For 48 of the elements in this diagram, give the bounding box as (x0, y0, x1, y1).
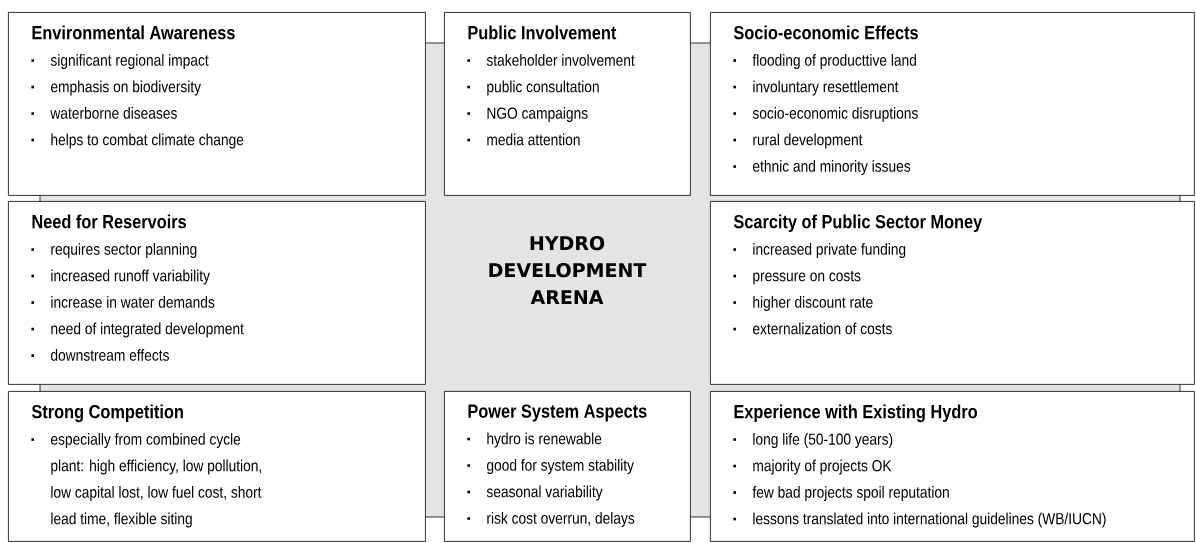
bullet-item: majority of projects OK (733, 459, 892, 475)
bullet-item: seasonal variability (467, 485, 603, 501)
text-box (710, 201, 1195, 385)
text-box (8, 391, 426, 542)
text-box (8, 201, 426, 385)
text-box (710, 391, 1195, 542)
bullet-item: increase in water demands (31, 296, 215, 308)
box-heading: Strong Competition (31, 404, 183, 423)
bullet-item: hydro is renewable (467, 432, 602, 448)
text-box (710, 12, 1195, 196)
bullet-item: pressure on costs (733, 270, 861, 285)
bullet-item: stakeholder involvement (467, 54, 635, 66)
text-box (444, 12, 691, 196)
box-heading: Public Involvement (468, 25, 617, 40)
bullet-item: especially from combined cycle plant: high efficiency, low pollution, low capital lost, low fuel cost, short lead time, flexible siting (31, 433, 262, 528)
bullet-item: involuntary resettlement (733, 80, 899, 96)
bullet-item: requires sector planning (31, 243, 197, 258)
bullet-item: media attention (467, 133, 580, 146)
bullet-item: NGO campaigns (467, 107, 588, 122)
bullet-item: socio-economic disruptions (733, 107, 918, 122)
bullet-item: need of integrated development (31, 322, 244, 338)
bullet-item: good for system stability (467, 459, 634, 474)
box-heading: Socio-economic Effects (733, 25, 918, 40)
text-box (8, 12, 426, 196)
bullet-item: lessons translated into international guidelines (WB/IUCN) (733, 512, 1106, 528)
box-heading: Environmental Awareness (32, 25, 235, 40)
box-heading: Need for Reservoirs (32, 214, 186, 229)
bullet-item: flooding of producttive land (733, 54, 916, 69)
bullet-item: rural development (733, 133, 863, 149)
bullet-item: risk cost overrun, delays (467, 512, 635, 527)
box-heading: Scarcity of Public Sector Money (733, 214, 983, 233)
bullet-item: downstream effects (31, 349, 169, 361)
bullet-item: increased runoff variability (31, 269, 210, 285)
box-heading: Experience with Existing Hydro (734, 404, 977, 423)
bullet-item: higher discount rate (733, 296, 873, 311)
arena-title: HYDRO DEVELOPMENT ARENA (489, 235, 647, 305)
bullet-item: helps to combat climate change (31, 133, 244, 149)
bullet-item: significant regional impact (31, 54, 209, 69)
bullet-item: emphasis on biodiversity (31, 80, 201, 96)
bullet-item: externalization of costs (733, 322, 892, 335)
bullet-item: long life (50-100 years) (733, 433, 893, 448)
bullet-item: few bad projects spoil reputation (733, 486, 949, 501)
bullet-item: increased private funding (733, 243, 906, 258)
box-heading: Power System Aspects (468, 404, 647, 422)
bullet-item: public consultation (467, 80, 599, 96)
text-box (444, 391, 691, 542)
bullet-item: ethnic and minority issues (733, 160, 911, 175)
bullet-item: waterborne diseases (31, 107, 177, 119)
